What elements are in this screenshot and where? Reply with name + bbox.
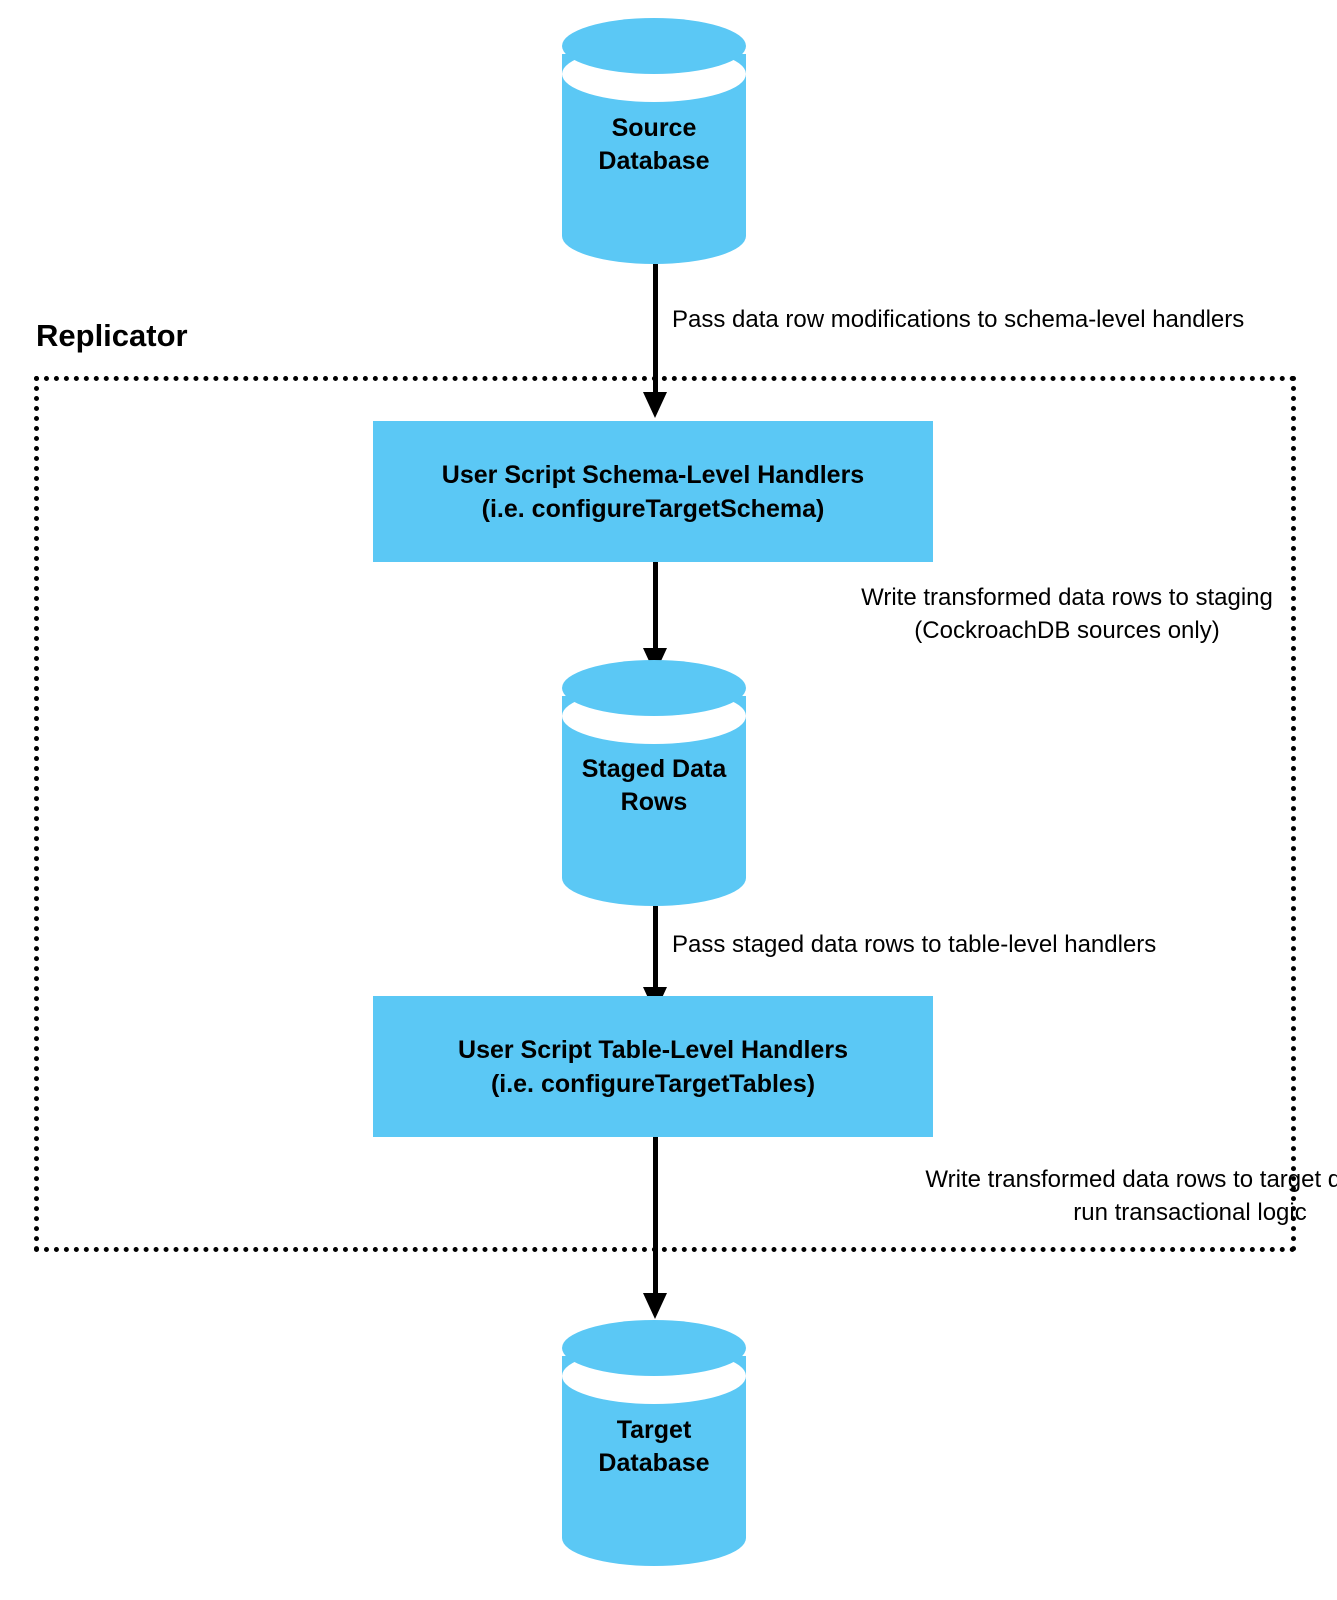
edge-label-schema-to-staged: Write transformed data rows to staging (… [861, 584, 1273, 644]
arrow-source-to-schema-line [653, 264, 658, 396]
edge-label-table-to-target: Write transformed data rows to target da… [925, 1166, 1337, 1226]
node-table-handlers: User Script Table-Level Handlers (i.e. c… [373, 996, 933, 1137]
node-source-database: Source Database [562, 18, 746, 264]
arrow-table-to-target-head [643, 1293, 667, 1319]
node-staged-rows-label: Staged Data Rows [581, 755, 727, 816]
arrow-staged-to-table-line [653, 906, 658, 991]
node-target-database: Target Database [562, 1320, 746, 1566]
cylinder-top-ellipse [562, 18, 746, 74]
cylinder-top-ellipse [562, 1320, 746, 1376]
node-table-handlers-label: User Script Table-Level Handlers (i.e. c… [458, 1035, 848, 1098]
replicator-boundary [34, 376, 1296, 1252]
node-schema-handlers-label: User Script Schema-Level Handlers (i.e. … [441, 460, 865, 523]
cylinder-top-ellipse [562, 660, 746, 716]
node-source-database-label: Source Database [598, 114, 710, 175]
arrow-source-to-schema-head [643, 392, 667, 418]
replicator-title: Replicator [36, 318, 188, 353]
node-target-database-label: Target Database [598, 1416, 710, 1477]
arrow-schema-to-staged-line [653, 562, 658, 652]
node-staged-rows: Staged Data Rows [562, 660, 746, 906]
edge-label-source-to-schema: Pass data row modifications to schema-le… [672, 306, 1245, 333]
node-schema-handlers: User Script Schema-Level Handlers (i.e. … [373, 421, 933, 562]
edge-label-staged-to-table: Pass staged data rows to table-level han… [672, 931, 1157, 958]
arrow-table-to-target-line [653, 1137, 658, 1297]
